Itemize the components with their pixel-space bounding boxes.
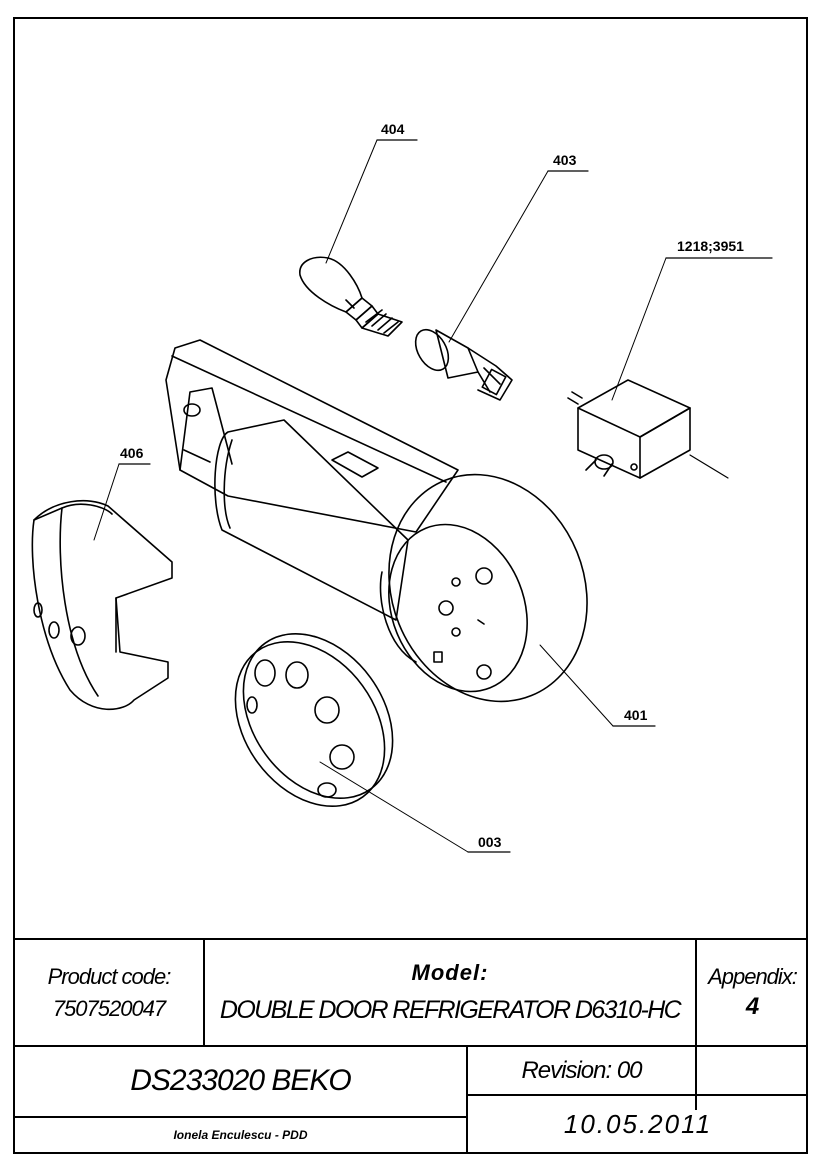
callout-403: 403	[553, 152, 577, 168]
callout-404: 404	[381, 121, 405, 137]
title-block-divider	[695, 938, 697, 1110]
title-block-rule	[466, 1094, 808, 1096]
model-cell: Model: DOUBLE DOOR REFRIGERATOR D6310-HC	[205, 940, 695, 1045]
product-code-value: 7507520047	[52, 995, 166, 1021]
part-406-reflector	[31, 500, 173, 711]
appendix-label: Appendix:	[708, 964, 798, 990]
callout-406: 406	[120, 445, 144, 461]
product-code-cell: Product code: 7507520047	[15, 940, 203, 1045]
appendix-value: 4	[745, 993, 760, 1021]
part-401-lamp-housing	[165, 339, 588, 703]
drawing-frame	[13, 17, 808, 1154]
title-block-rule	[13, 1116, 468, 1118]
date: 10.05.2011	[563, 1109, 713, 1140]
model-label: Model:	[411, 960, 489, 986]
document-id: DS233020 BEKO	[130, 1064, 351, 1098]
part-404-bulb	[299, 256, 403, 337]
exploded-view-drawing: 404 403 1218;3951	[31, 121, 773, 853]
appendix-cell: Appendix: 4	[697, 940, 808, 1045]
title-block-rule	[13, 1045, 808, 1047]
callout-1218-3951: 1218;3951	[677, 238, 744, 254]
author: Ionela Enculescu - PDD	[173, 1128, 308, 1143]
title-block-divider	[466, 1045, 468, 1154]
callout-401: 401	[624, 707, 648, 723]
product-code-label: Product code:	[47, 964, 172, 990]
revision: Revision: 00	[521, 1056, 642, 1084]
callout-003: 003	[478, 834, 502, 850]
title-block-top-rule	[13, 938, 808, 940]
part-403-lamp-holder	[414, 328, 513, 401]
model-value: DOUBLE DOOR REFRIGERATOR D6310-HC	[219, 995, 682, 1024]
title-block-divider	[203, 938, 205, 1046]
part-1218-3951-thermostat	[567, 379, 729, 479]
part-003-diffuser	[234, 632, 394, 808]
